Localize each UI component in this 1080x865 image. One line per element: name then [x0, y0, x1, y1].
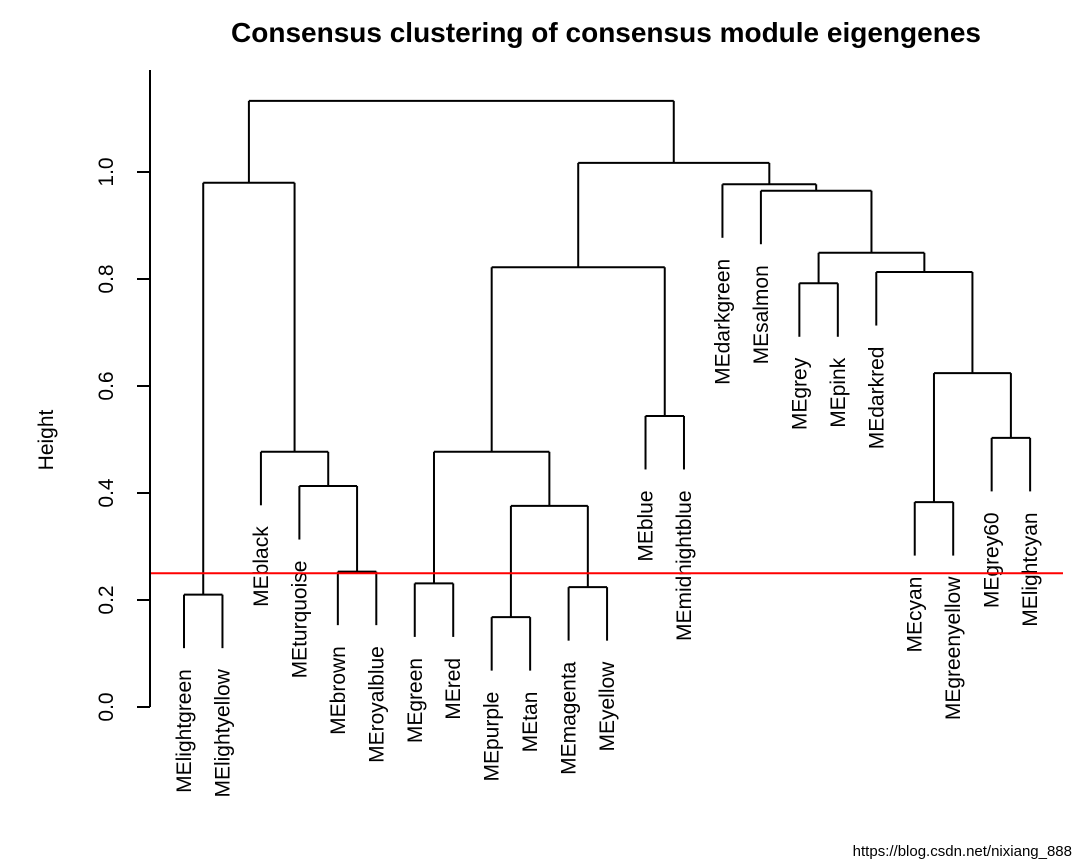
leaf-label-MEyellow: MEyellow [596, 661, 619, 752]
y-tick-label-0.6: 0.6 [95, 371, 118, 400]
y-tick-label-0.0: 0.0 [95, 692, 118, 721]
leaf-label-MEblue: MEblue [635, 490, 658, 561]
chart-title: Consensus clustering of consensus module… [231, 17, 981, 48]
y-tick-label-0.2: 0.2 [95, 585, 118, 614]
leaf-label-MEbrown: MEbrown [327, 646, 350, 735]
leaf-label-MEdarkgreen: MEdarkgreen [711, 259, 734, 385]
leaf-label-MEgrey: MEgrey [788, 357, 811, 430]
leaf-label-MEtan: MEtan [519, 692, 542, 753]
leaf-label-MEgreenyellow: MEgreenyellow [942, 576, 965, 720]
leaf-label-MEgrey60: MEgrey60 [981, 512, 1004, 608]
y-tick-label-1.0: 1.0 [95, 157, 118, 186]
dendrogram-tree: MElightgreen MElightyellow MEbrown MEroyalb… [173, 99, 1042, 798]
y-axis: 0.0 0.2 0.4 0.6 0.8 1.0 [95, 70, 151, 722]
leaf-label-MEdarkred: MEdarkred [865, 347, 888, 450]
leaf-label-MElightyellow: MElightyellow [211, 668, 234, 797]
leaf-label-MEmidnightblue: MEmidnightblue [673, 490, 696, 641]
leaf-label-MEred: MEred [442, 658, 465, 720]
y-axis-title: Height [35, 409, 58, 470]
leaf-label-MElightcyan: MElightcyan [1019, 512, 1042, 626]
leaf-label-MEpink: MEpink [827, 357, 850, 428]
leaf-label-MEblack: MEblack [250, 526, 273, 607]
leaf-label-MEgreen: MEgreen [404, 658, 427, 743]
watermark-text: https://blog.csdn.net/nixiang_888 [853, 843, 1072, 860]
y-tick-label-0.4: 0.4 [95, 478, 118, 508]
y-tick-label-0.8: 0.8 [95, 264, 118, 293]
leaf-label-MEcyan: MEcyan [904, 577, 927, 653]
leaf-label-MEroyalblue: MEroyalblue [365, 646, 388, 763]
leaf-label-MEturquoise: MEturquoise [288, 561, 311, 679]
leaf-label-MElightgreen: MElightgreen [173, 669, 196, 793]
leaf-label-MEmagenta: MEmagenta [558, 661, 581, 775]
leaf-label-MEpurple: MEpurple [481, 692, 504, 782]
leaf-label-MEsalmon: MEsalmon [750, 265, 773, 364]
